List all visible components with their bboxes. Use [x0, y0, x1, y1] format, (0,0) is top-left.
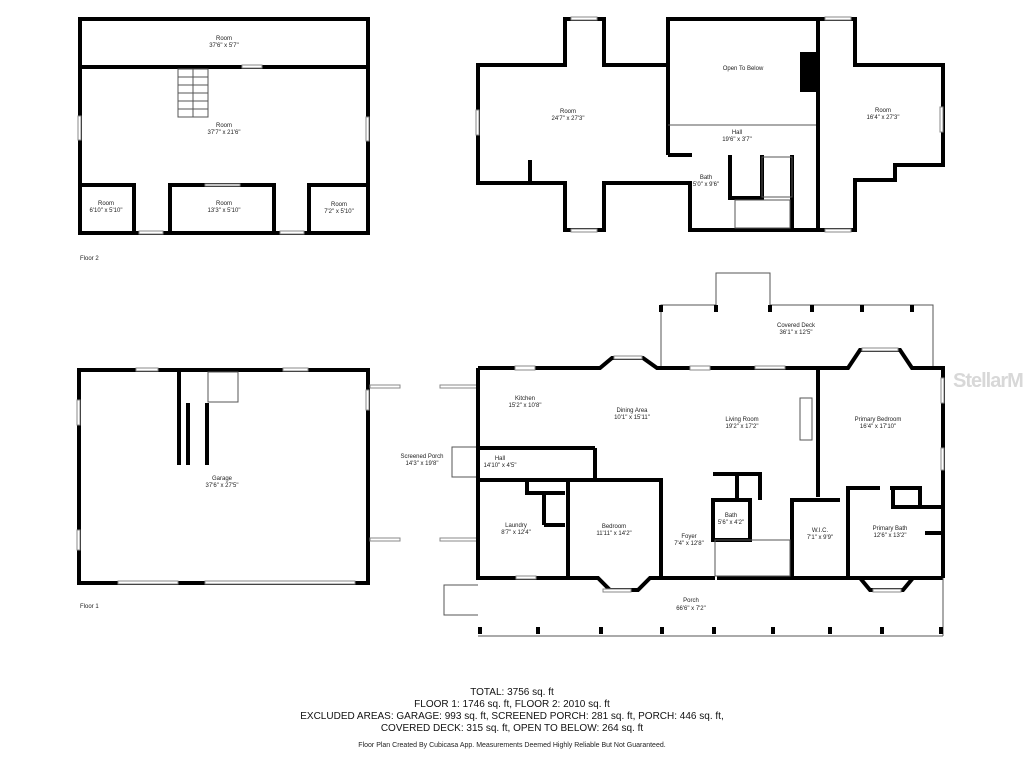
room-name: Primary Bath — [873, 526, 908, 532]
room-size: 8'7" x 12'4" — [501, 530, 531, 536]
floor-areas: FLOOR 1: 1746 sq. ft, FLOOR 2: 2010 sq. … — [414, 699, 610, 710]
room-name: Bath — [725, 513, 737, 519]
room-size: 37'6" x 5'7" — [209, 43, 239, 49]
room-name: Covered Deck — [777, 323, 816, 329]
floor2-garage-loft — [77, 17, 370, 235]
room-size: 37'7" x 21'6" — [208, 130, 241, 136]
room-size: 37'6" x 27'5" — [206, 483, 239, 489]
total-area: TOTAL: 3756 sq. ft — [470, 687, 554, 698]
room-size: 16'4" x 17'10" — [860, 424, 896, 430]
room-name: Dining Area — [616, 408, 648, 414]
floor1-garage — [76, 367, 370, 585]
room-size: 14'10" x 4'5" — [484, 463, 517, 469]
room-name: Laundry — [505, 523, 527, 529]
room-name: W.I.C. — [812, 528, 829, 534]
room-name: Screened Porch — [400, 454, 443, 460]
room-name: Porch — [683, 598, 699, 604]
room-name: Room — [216, 36, 232, 42]
room-size: 19'6" x 3'7" — [722, 137, 752, 143]
room-size: 12'6" x 13'2" — [874, 533, 907, 539]
room-name: Foyer — [681, 534, 696, 540]
floor1-house — [476, 347, 945, 593]
room-name: Room — [216, 123, 232, 129]
room-size: 19'2" x 17'2" — [726, 424, 759, 430]
excluded-areas: EXCLUDED AREAS: GARAGE: 993 sq. ft, SCRE… — [300, 711, 724, 722]
watermark: StellarMLS — [953, 370, 1024, 392]
room-name: Bath — [700, 175, 712, 181]
room-labels-floor1: Kitchen 15'2" x 10'8" Dining Area 10'1" … — [484, 396, 908, 547]
room-size: 11'11" x 14'2" — [596, 531, 631, 537]
floor2-label: Floor 2 — [80, 256, 99, 262]
room-name: Kitchen — [515, 396, 535, 402]
room-name: Hall — [495, 456, 505, 462]
room-size: 10'1" x 15'11" — [614, 415, 650, 421]
room-size: 14'3" x 19'8" — [406, 461, 439, 467]
room-size: 15'2" x 10'8" — [509, 403, 542, 409]
room-name: Living Room — [725, 417, 758, 423]
room-name: Bedroom — [602, 524, 626, 530]
room-size: 7'4" x 12'8" — [674, 541, 704, 547]
room-size: 16'4" x 27'3" — [867, 115, 900, 121]
room-size: 36'1" x 12'5" — [780, 330, 813, 336]
room-size: 7'2" x 5'10" — [324, 209, 354, 215]
covered-deck — [659, 272, 934, 368]
room-name: Primary Bedroom — [855, 417, 902, 423]
room-size: 66'6" x 7'2" — [676, 606, 706, 612]
room-name: Room — [98, 201, 114, 207]
room-size: 5'6" x 4'2" — [718, 520, 744, 526]
room-name: Garage — [212, 476, 233, 482]
room-size: 24'7" x 27'3" — [552, 116, 585, 122]
room-name: Hall — [732, 130, 742, 136]
floor2-house — [475, 16, 945, 233]
room-size: 13'3" x 5'10" — [208, 208, 241, 214]
room-name: Room — [331, 202, 347, 208]
room-size: 6'10" x 5'10" — [90, 208, 123, 214]
floor1-label: Floor 1 — [80, 604, 99, 610]
room-size: 7'1" x 9'9" — [807, 535, 833, 541]
excluded-areas-cont: COVERED DECK: 315 sq. ft, OPEN TO BELOW:… — [380, 723, 644, 734]
area-summary: TOTAL: 3756 sq. ft FLOOR 1: 1746 sq. ft,… — [0, 687, 1024, 735]
room-name: Room — [875, 108, 891, 114]
room-size: 5'0" x 9'6" — [693, 182, 719, 188]
credit-note: Floor Plan Created By Cubicasa App. Meas… — [358, 742, 666, 749]
open-to-below-label: Open To Below — [723, 66, 764, 72]
front-porch — [443, 578, 944, 637]
room-name: Room — [216, 201, 232, 207]
room-name: Room — [560, 109, 576, 115]
